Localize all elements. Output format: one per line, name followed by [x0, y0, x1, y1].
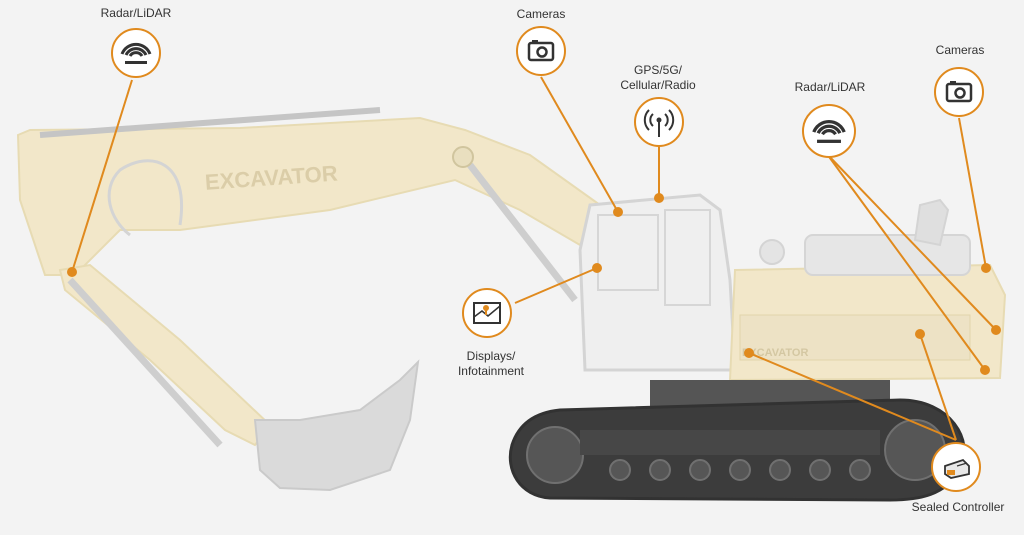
camera-icon	[516, 26, 566, 76]
camera-icon	[934, 67, 984, 117]
engine-cover	[804, 234, 971, 276]
stick-cylinder	[67, 277, 223, 448]
excavator-stick	[58, 263, 272, 447]
track-rollers	[526, 419, 946, 484]
cab-window-right	[664, 209, 711, 306]
gps-label: GPS/5G/ Cellular/Radio	[620, 63, 696, 92]
radar-lidar-right-label: Radar/LiDAR	[794, 80, 866, 94]
boom-cylinder	[39, 107, 381, 138]
radar-icon	[802, 104, 856, 158]
displays-label: Displays/ Infotainment	[457, 349, 525, 378]
cameras-center-label: Cameras	[516, 7, 566, 21]
callout-lines	[71, 76, 997, 441]
exhaust-stack	[913, 198, 950, 247]
radar-icon	[111, 28, 161, 78]
excavator-illustration: EXCAVATOR EXCAVATOR	[16, 107, 1007, 502]
callout-dots	[67, 193, 1001, 375]
excavator-bucket	[253, 359, 420, 492]
air-intake	[759, 239, 785, 265]
hydraulic-hose	[107, 159, 183, 237]
cab-window	[597, 214, 659, 291]
radar-lidar-left-label: Radar/LiDAR	[100, 6, 172, 20]
cameras-right-label: Cameras	[935, 43, 985, 57]
controller-icon	[931, 442, 981, 492]
track-frame	[580, 430, 880, 455]
map-display-icon	[462, 288, 512, 338]
arm-cylinder	[467, 162, 578, 303]
body-side-panel	[739, 314, 971, 361]
boom-pivot	[452, 146, 474, 168]
antenna-icon	[634, 97, 684, 147]
sealed-controller-label: Sealed Controller	[911, 500, 1005, 514]
excavator-boom	[16, 116, 602, 276]
